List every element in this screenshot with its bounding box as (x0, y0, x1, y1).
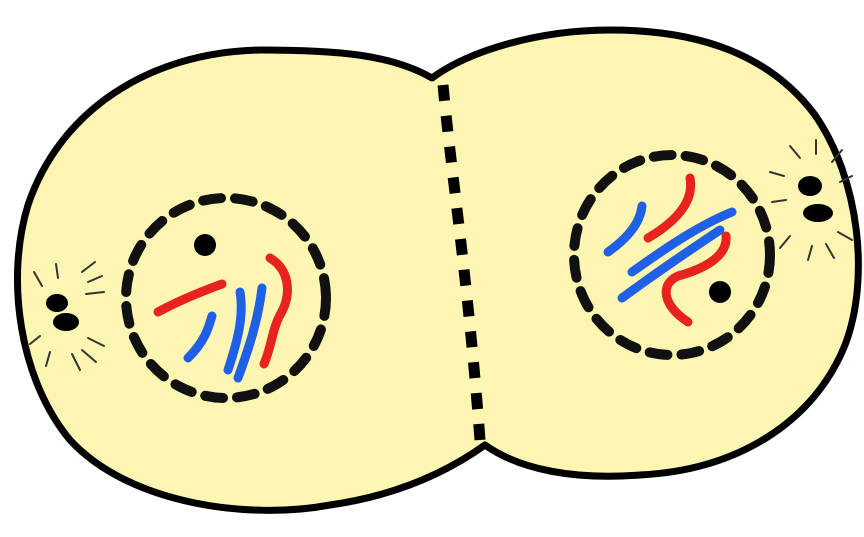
centrosome-icon (709, 281, 731, 303)
cell-membrane (17, 30, 858, 510)
centrosome-icon (194, 234, 216, 256)
